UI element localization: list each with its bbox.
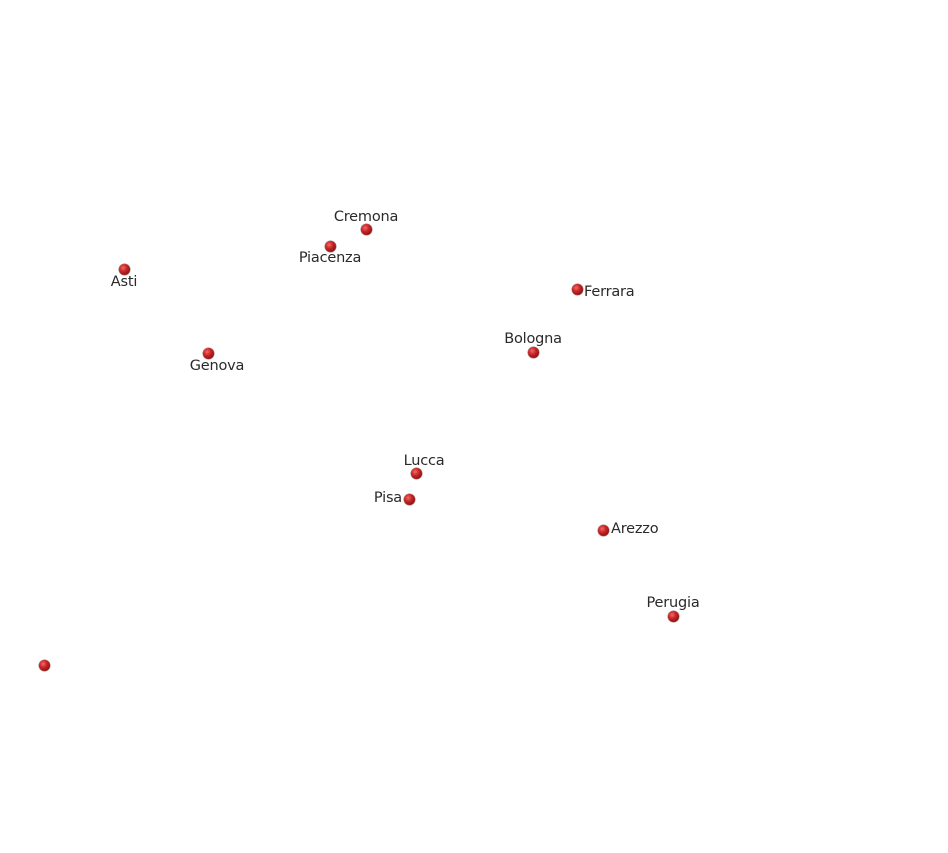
city-label: Cremona (333, 208, 399, 225)
city-marker-icon[interactable] (410, 467, 422, 479)
city-label: Pisa (373, 490, 402, 506)
city-label: Lucca (403, 452, 445, 469)
city-label: Arezzo (611, 521, 659, 537)
city-marker-icon[interactable] (403, 493, 415, 505)
city-marker-icon[interactable] (38, 659, 50, 671)
city-marker-icon[interactable] (118, 263, 130, 275)
city-label: Genova (189, 358, 245, 374)
city-label: Piacenza (298, 250, 362, 266)
city-label: Asti (110, 274, 138, 290)
city-marker-icon[interactable] (597, 524, 609, 536)
city-marker-icon[interactable] (527, 346, 539, 358)
city-marker-icon[interactable] (360, 223, 372, 235)
city-label: Bologna (504, 330, 562, 347)
city-marker-icon[interactable] (667, 610, 679, 622)
city-marker-icon[interactable] (571, 283, 583, 295)
city-marker-icon[interactable] (202, 347, 214, 359)
city-label: Perugia (646, 594, 700, 611)
city-marker-icon[interactable] (324, 240, 336, 252)
city-label: Ferrara (584, 284, 635, 300)
